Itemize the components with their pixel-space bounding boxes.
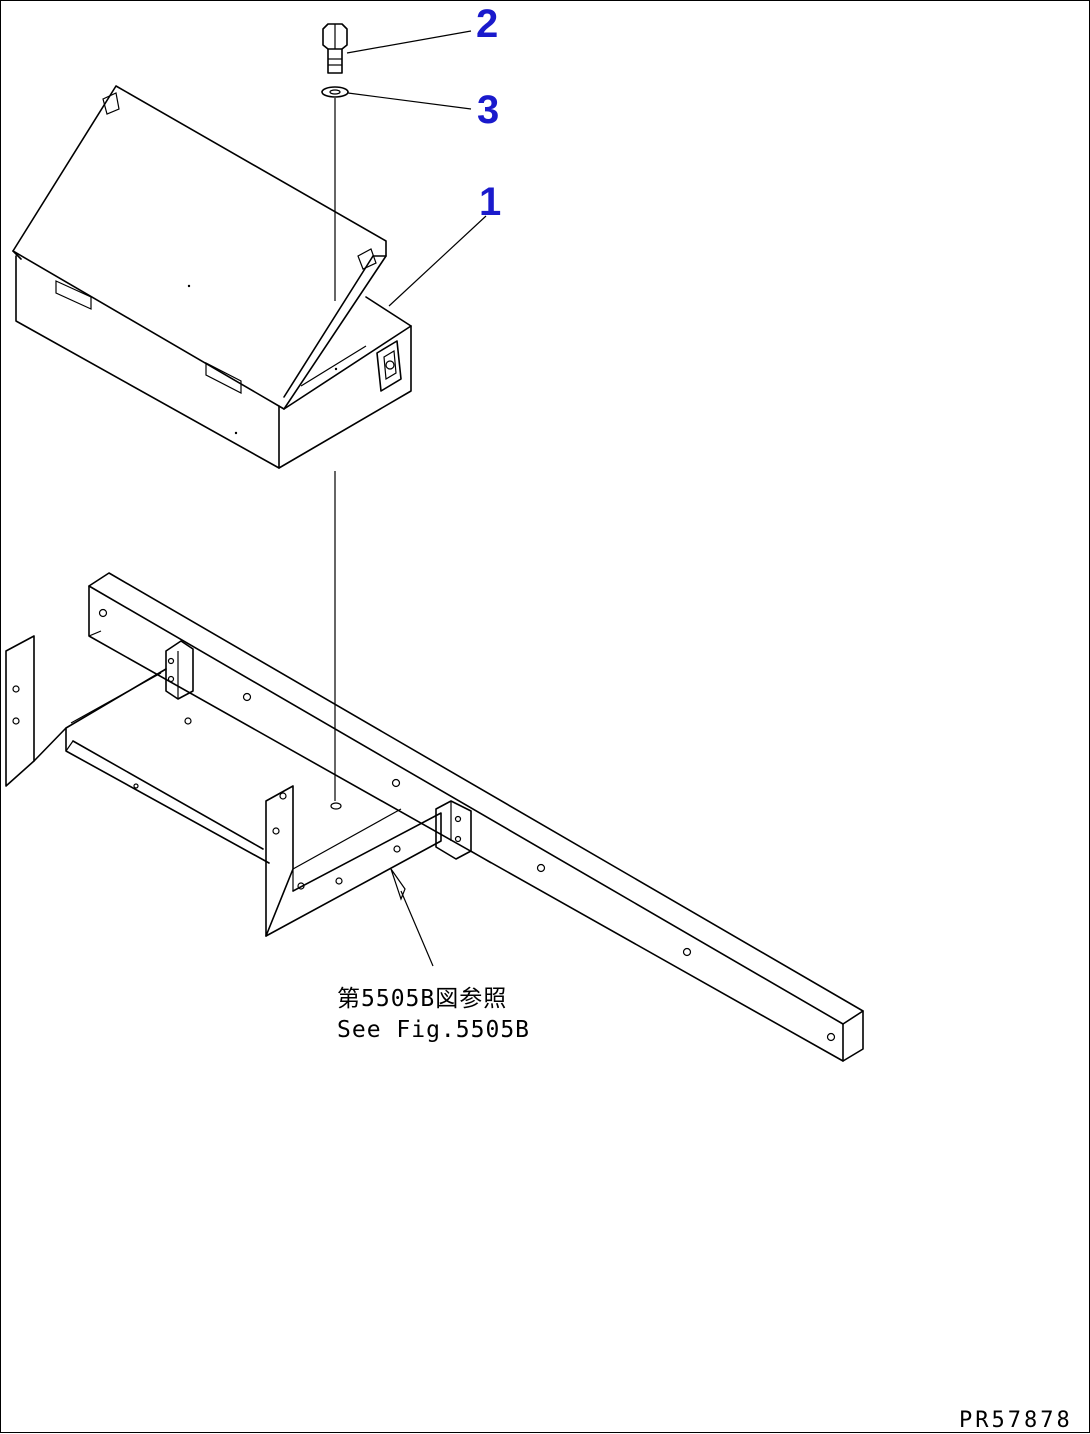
callout-label-1: 1 <box>479 180 501 224</box>
reference-note-english: See Fig.5505B <box>337 1017 530 1043</box>
leader-lines <box>346 30 487 307</box>
washer-part <box>321 86 349 98</box>
frame-bracket-assembly <box>5 572 864 1062</box>
drawing-code: PR57878 <box>959 1408 1073 1433</box>
reference-note-japanese: 第5505B図参照 <box>337 986 507 1012</box>
bolt-part <box>322 23 348 74</box>
tool-box-part <box>12 85 412 469</box>
assembly-axis-line <box>330 98 342 810</box>
callout-label-2: 2 <box>476 2 498 46</box>
reference-arrow <box>390 868 434 967</box>
callout-label-3: 3 <box>477 88 499 132</box>
